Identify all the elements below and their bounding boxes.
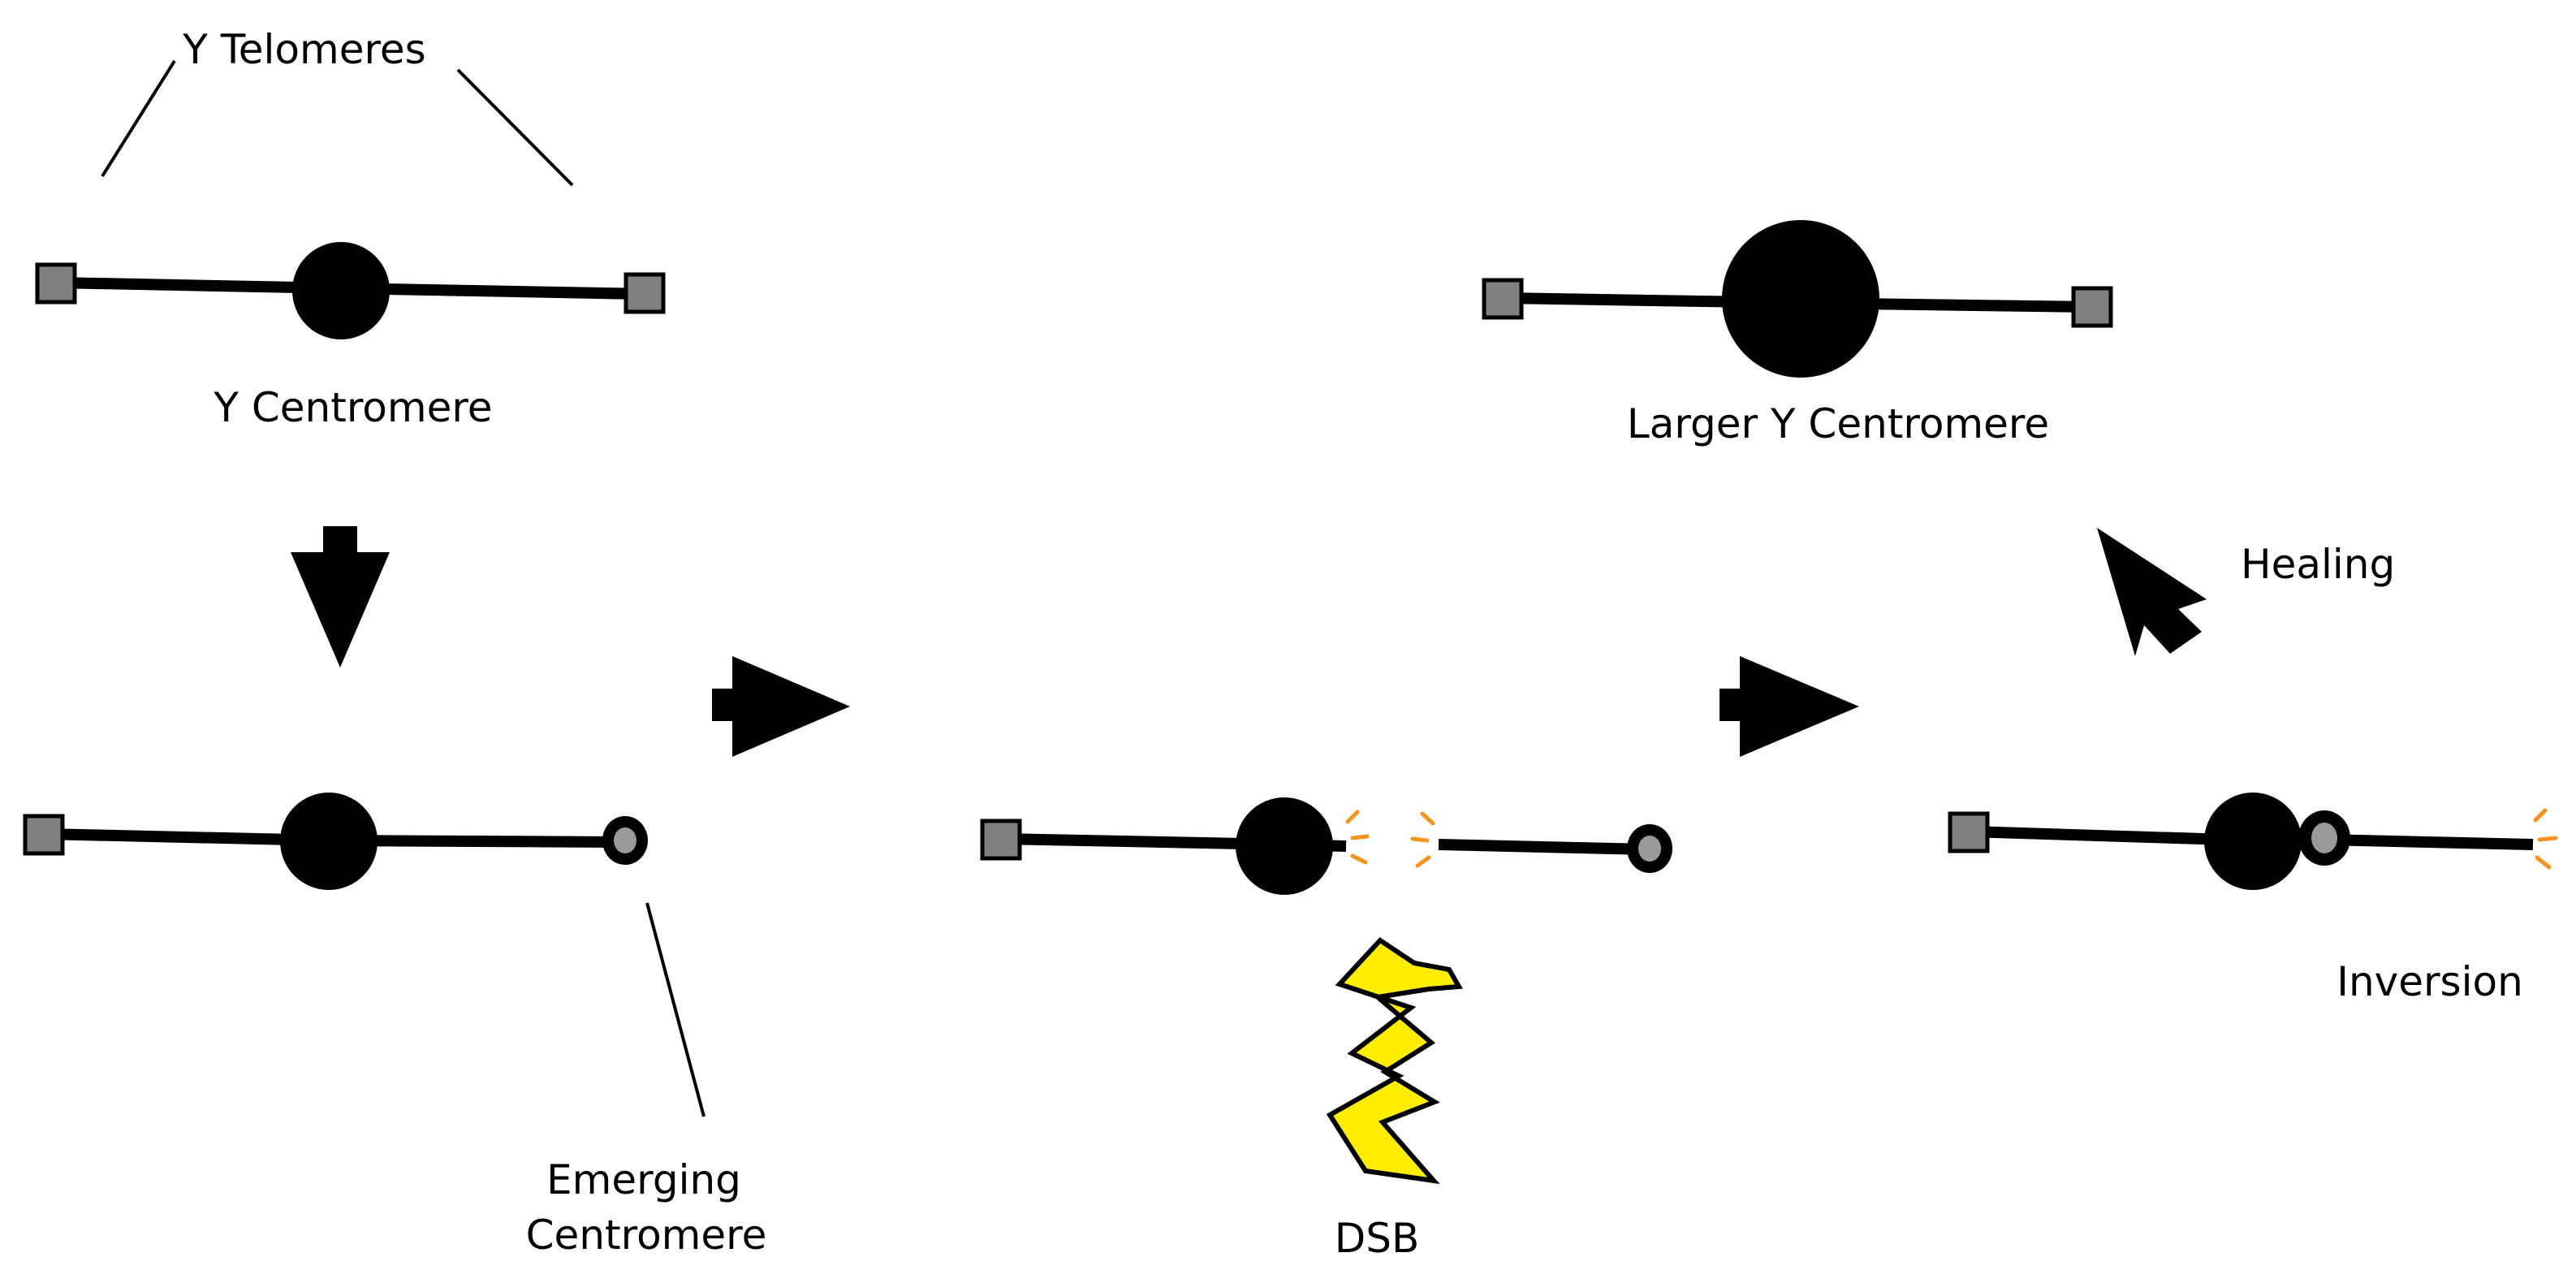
break-spark-icon [1410, 811, 1435, 868]
y-telomeres-label: Y Telomeres [182, 26, 425, 73]
emerging-centromere-core [1638, 836, 1661, 862]
right-telomere [624, 272, 666, 314]
y-centromere [2204, 793, 2302, 890]
right-arrow [712, 656, 850, 757]
left-telomere [1948, 811, 1990, 853]
larger-y-centromere [1722, 220, 1879, 378]
broken-chromosome [980, 797, 1672, 895]
chromosome-arm [328, 835, 622, 848]
break-spark-icon [2533, 808, 2558, 870]
y-centromere-label: Y Centromere [213, 384, 492, 431]
healing-arrow [2097, 528, 2207, 656]
inverted-chromosome [1948, 793, 2558, 890]
right-arrow [1719, 656, 1859, 757]
healing-label: Healing [2241, 541, 2395, 588]
original-y-chromosome [35, 242, 666, 339]
right-telomere [2071, 286, 2113, 328]
emerging-centromere-core [2311, 823, 2337, 853]
emerging-centromere-label: Centromere [526, 1212, 767, 1259]
chromosome-arm [2321, 834, 2534, 850]
lightning-bolt-icon [1326, 937, 1463, 1185]
y-centromere [1236, 797, 1333, 895]
left-telomere [35, 262, 77, 305]
y-centromere [292, 242, 390, 339]
down-arrow [291, 526, 390, 667]
telomere-pointer-line [101, 59, 176, 178]
emerging-centromere-pointer-line [645, 902, 705, 1117]
larger-y-centromere-chromosome [1482, 220, 2113, 378]
telomere-pointer-line [456, 68, 574, 187]
larger-y-centromere-label: Larger Y Centromere [1627, 400, 2049, 447]
chromosome-arm [340, 283, 645, 300]
y-telomeres-pointers [101, 59, 574, 187]
break-spark-icon [1345, 810, 1370, 865]
emerging-centromere-chromosome [23, 793, 648, 890]
dsb-label: DSB [1335, 1215, 1420, 1262]
left-telomere [980, 819, 1022, 861]
inversion-label: Inversion [2337, 958, 2523, 1005]
left-telomere [1482, 278, 1524, 320]
emerging-centromere-core [614, 827, 636, 853]
chromosome-fragment [1438, 839, 1649, 855]
emerging-centromere-label: Emerging [546, 1156, 741, 1203]
left-telomere [23, 814, 65, 856]
y-centromere [280, 793, 378, 890]
